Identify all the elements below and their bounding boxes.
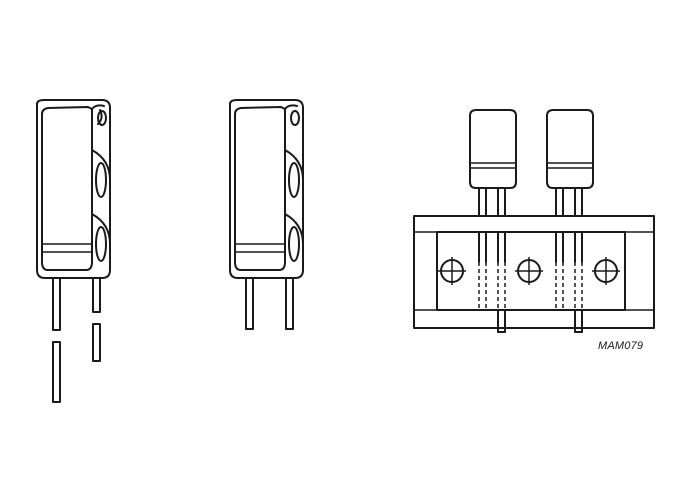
capacitor-2-lead-left <box>245 275 254 330</box>
capacitor-1-lead-left <box>52 275 61 403</box>
capacitor-1-lead-right <box>92 275 101 362</box>
sprocket-hole-3 <box>592 257 620 285</box>
capacitor-2-polarity-marks <box>284 149 304 262</box>
taped-capacitor-b <box>546 109 594 333</box>
capacitor-1-can <box>41 106 93 271</box>
carrier-tape <box>413 215 655 329</box>
taped-capacitor-a <box>469 109 517 333</box>
capacitor-2-short-leads <box>229 99 304 330</box>
taped-capacitor-b-body <box>546 109 594 189</box>
sprocket-hole-2 <box>515 257 543 285</box>
capacitor-1-broken-leads <box>36 99 111 403</box>
capacitor-1-polarity-marks <box>91 149 111 262</box>
capacitor-2-can <box>234 106 286 271</box>
sprocket-hole-1 <box>438 257 466 285</box>
capacitor-2-lead-right <box>285 275 294 330</box>
figure-code-label: MAM079 <box>598 340 644 352</box>
taped-capacitor-a-body <box>469 109 517 189</box>
tape-mounted-assembly <box>413 109 655 333</box>
